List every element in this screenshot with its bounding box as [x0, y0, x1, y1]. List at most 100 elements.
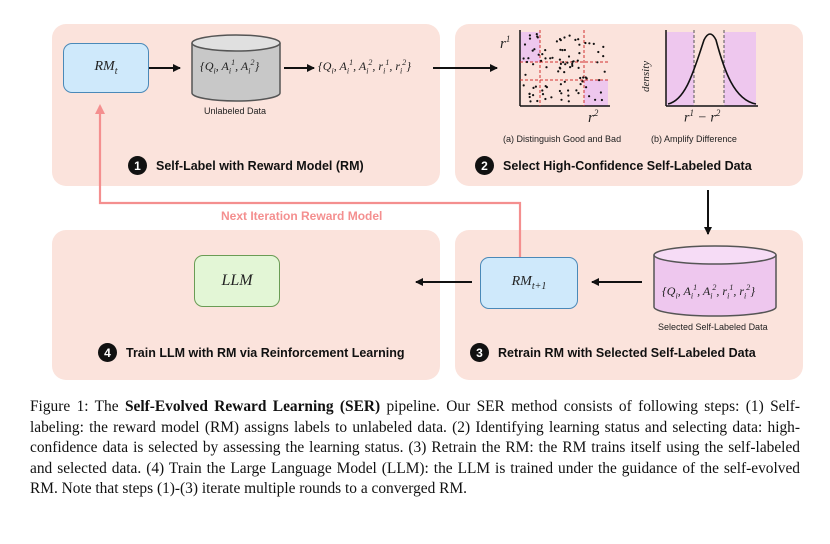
scatter-dot	[576, 59, 579, 62]
scatter-dot	[569, 66, 572, 69]
density-ylabel: density	[640, 60, 652, 92]
scatter-dot	[532, 94, 535, 97]
scatter-dot	[550, 96, 553, 99]
scatter-dot	[527, 57, 530, 60]
scatter-dot	[536, 35, 539, 38]
scatter-dot	[551, 56, 554, 59]
scatter-dot	[592, 42, 595, 45]
figure-caption: Figure 1: The Self-Evolved Reward Learni…	[30, 397, 800, 500]
scatter-dot	[575, 89, 578, 92]
scatter-dot	[537, 53, 540, 56]
scatter-dot	[579, 76, 582, 80]
scatter-dot	[588, 95, 591, 98]
step2-number: 2	[475, 156, 494, 175]
scatter-dot	[559, 48, 562, 51]
scatter-dot	[563, 71, 566, 74]
scatter-dot	[528, 92, 531, 95]
scatter-dot	[585, 86, 588, 89]
step4-number: 4	[98, 343, 117, 362]
scatter-dot	[528, 34, 531, 37]
scatter-dot	[529, 100, 532, 103]
scatter-dot	[559, 62, 562, 65]
step3-label: Retrain RM with Selected Self-Labeled Da…	[498, 345, 756, 360]
scatter-dot	[541, 53, 544, 56]
scatter-xlabel: r2	[588, 108, 599, 126]
scatter-dot	[567, 100, 570, 103]
scatter-dot	[544, 85, 547, 88]
scatter-dot	[555, 40, 558, 43]
scatter-dot	[545, 66, 548, 69]
scatter-dot	[544, 97, 547, 101]
rm-t1-box: RMt+1	[480, 257, 578, 309]
scatter-dot	[603, 70, 606, 73]
scatter-dot	[522, 57, 525, 60]
selected-caption: Selected Self-Labeled Data	[658, 322, 768, 332]
scatter-dot	[544, 49, 547, 52]
scatter-dot	[596, 61, 599, 64]
scatter-dot	[540, 59, 543, 62]
density-region-right	[724, 32, 756, 106]
scatter-region-bottom-right	[584, 80, 608, 106]
scatter-dot	[598, 79, 601, 82]
scatter-caption: (a) Distinguish Good and Bad	[503, 134, 622, 144]
scatter-dot	[582, 76, 585, 79]
scatter-region-top-left	[520, 32, 540, 62]
caption-body: pipeline. Our SER method consists of fol…	[30, 398, 800, 497]
caption-bold: Self-Evolved Reward Learning (SER)	[124, 398, 381, 415]
step4-label: Train LLM with RM via Reinforcement Lear…	[126, 345, 405, 360]
scatter-dot	[581, 80, 584, 83]
llm-label: LLM	[221, 272, 253, 289]
unlabeled-caption: Unlabeled Data	[204, 106, 267, 116]
scatter-dot	[567, 89, 570, 92]
unlabeled-data-cylinder	[191, 34, 281, 102]
step3-number: 3	[470, 343, 489, 362]
scatter-dot	[560, 92, 563, 95]
scatter-dot	[561, 49, 564, 52]
scatter-dot	[549, 57, 552, 60]
scatter-dot	[533, 48, 536, 51]
density-plot	[665, 30, 758, 107]
scatter-plot	[519, 30, 610, 107]
scatter-dot	[535, 33, 538, 36]
scatter-dot	[578, 43, 581, 46]
scatter-dot	[524, 73, 527, 76]
scatter-dot	[560, 98, 563, 101]
scatter-dot	[578, 52, 581, 55]
scatter-dot	[558, 89, 561, 93]
density-curve	[667, 33, 757, 105]
scatter-dot	[564, 63, 567, 66]
scatter-dot	[562, 61, 565, 64]
step1-title: 1 Self-Label with Reward Model (RM)	[128, 156, 364, 175]
scatter-dot	[532, 86, 535, 89]
step2-title: 2 Select High-Confidence Self-Labeled Da…	[475, 156, 752, 175]
scatter-dot	[588, 42, 591, 45]
scatter-dot	[558, 66, 561, 69]
scatter-dot	[559, 83, 562, 86]
unlabeled-set: {Qi, Ai1, Ai2}	[200, 58, 260, 76]
scatter-dot	[568, 34, 571, 37]
density-caption: (b) Amplify Difference	[651, 134, 737, 144]
scatter-dot	[571, 64, 574, 67]
scatter-ylabel: r1	[500, 34, 511, 52]
scatter-dot	[594, 98, 597, 101]
scatter-dot	[531, 49, 534, 52]
feedback-line	[95, 104, 522, 258]
scatter-dot	[571, 62, 574, 66]
scatter-dot	[541, 93, 545, 96]
scatter-dot	[600, 98, 603, 102]
selected-data-cylinder	[653, 245, 777, 317]
scatter-dot	[577, 66, 580, 69]
scatter-dot	[558, 38, 562, 41]
scatter-dot	[536, 99, 539, 103]
scatter-dot	[577, 38, 580, 41]
scatter-dot	[528, 37, 532, 40]
scatter-dot	[563, 80, 566, 83]
scatter-dot	[579, 83, 582, 86]
scatter-dot	[563, 36, 566, 39]
scatter-dot	[532, 63, 535, 66]
scatter-dot	[567, 55, 571, 58]
rm-t-box: RMt	[63, 43, 149, 93]
step2-label: Select High-Confidence Self-Labeled Data	[503, 158, 752, 173]
scatter-dot	[567, 94, 570, 97]
